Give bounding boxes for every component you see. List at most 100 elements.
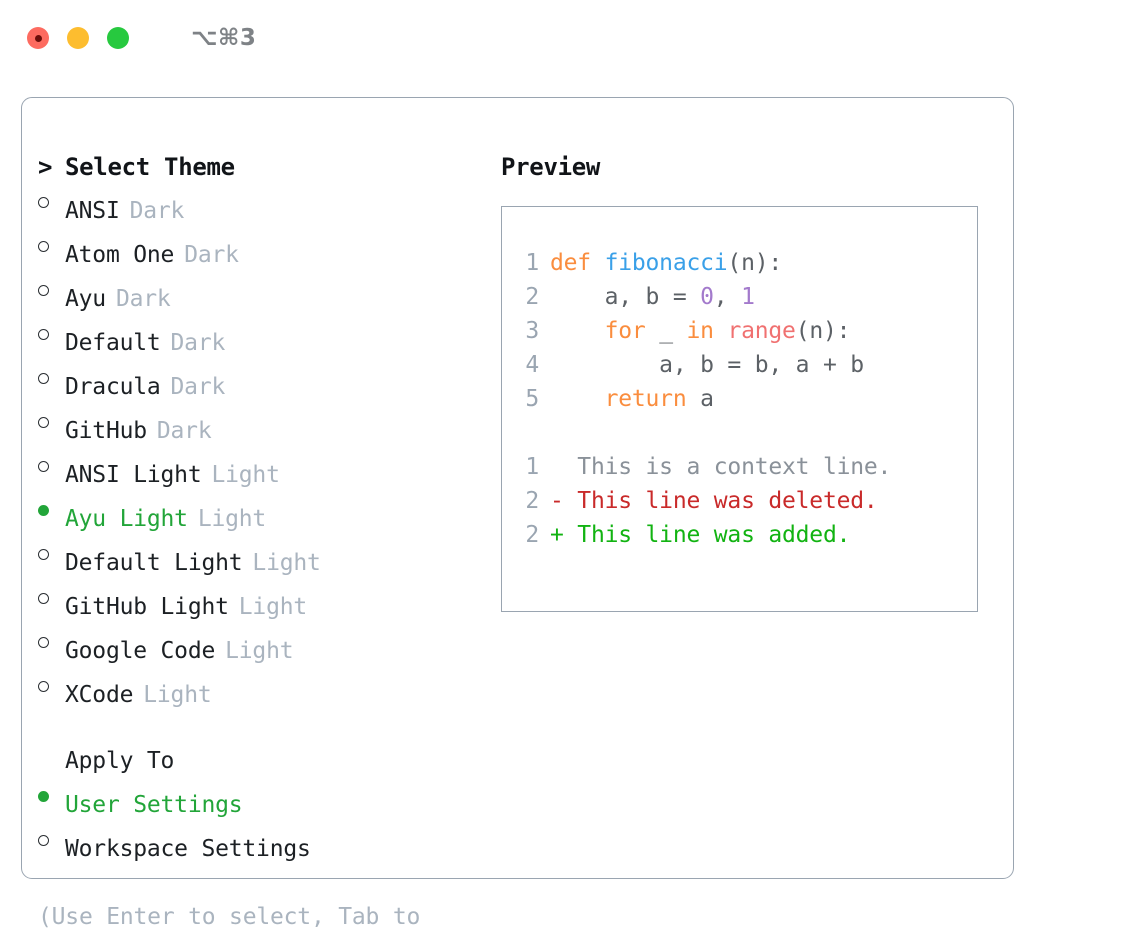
code-token-num: 1 <box>741 284 755 310</box>
theme-option-github-light[interactable]: GitHub Light Light <box>38 580 490 624</box>
minimize-button[interactable] <box>67 27 89 49</box>
code-line: 3 for _ in range(n): <box>519 314 977 348</box>
radio-unselected-icon <box>38 536 65 570</box>
theme-option-ansi-light[interactable]: ANSI Light Light <box>38 448 490 492</box>
theme-option-label: ANSI Light <box>65 462 202 488</box>
diff-text: This line was added. <box>563 522 851 548</box>
code-line: 2 a, b = 0, 1 <box>519 280 977 314</box>
code-line-number: 2 <box>525 284 539 310</box>
code-spacer <box>519 416 977 450</box>
diff-line-number: 2 <box>525 522 539 548</box>
apply-to-option-label: Workspace Settings <box>65 836 311 862</box>
theme-option-label: Ayu <box>65 286 106 312</box>
maximize-button[interactable] <box>107 27 129 49</box>
diff-text: This is a context line. <box>563 454 892 480</box>
close-button[interactable] <box>27 27 49 49</box>
code-token-punct: (n): <box>727 250 783 276</box>
keyboard-hint-text: (Use Enter to select, Tab to change focu… <box>38 904 421 930</box>
code-token-plain <box>550 318 605 344</box>
code-token-plain: a, b = <box>550 284 701 310</box>
theme-option-kind: Light <box>252 550 321 576</box>
radio-unselected-icon <box>38 580 65 614</box>
radio-unselected-icon <box>38 668 65 702</box>
diff-sample: 1 This is a context line. 2- This line wa… <box>519 450 977 552</box>
radio-unselected-icon <box>38 624 65 658</box>
theme-option-atom-one[interactable]: Atom One Dark <box>38 228 490 272</box>
theme-option-kind: Light <box>238 594 308 620</box>
radio-unselected-icon <box>38 404 65 438</box>
theme-option-kind: Dark <box>184 242 239 268</box>
theme-option-label: Google Code <box>65 638 216 664</box>
theme-option-kind: Light <box>197 506 267 532</box>
theme-option-kind: Light <box>143 682 212 708</box>
theme-option-kind: Dark <box>129 198 185 224</box>
theme-option-xcode[interactable]: XCode Light <box>38 668 490 712</box>
theme-option-kind: Dark <box>115 286 171 312</box>
code-line-number: 5 <box>525 386 539 412</box>
theme-option-kind: Light <box>211 462 280 488</box>
apply-to-option-workspace-settings[interactable]: Workspace Settings <box>38 822 490 866</box>
code-line-number: 4 <box>525 352 539 378</box>
select-theme-title: Select Theme <box>65 153 235 181</box>
radio-unselected-icon <box>38 272 65 306</box>
code-token-plain: _ <box>645 318 687 344</box>
caret-icon: > <box>38 153 53 181</box>
theme-option-label: GitHub <box>65 418 147 444</box>
code-token-fn: fibonacci <box>604 250 728 276</box>
radio-unselected-icon <box>38 228 65 262</box>
theme-option-label: Default <box>65 330 161 356</box>
code-token-kw: return <box>604 386 687 412</box>
theme-option-kind: Dark <box>170 374 226 400</box>
diff-line-number: 1 <box>525 454 539 480</box>
theme-option-ayu-light[interactable]: Ayu Light Light <box>38 492 490 536</box>
code-token-built: range <box>727 318 796 344</box>
theme-option-ansi[interactable]: ANSI Dark <box>38 184 490 228</box>
theme-option-default-light[interactable]: Default Light Light <box>38 536 490 580</box>
diff-line-number: 2 <box>525 488 539 514</box>
radio-unselected-icon <box>38 360 65 394</box>
theme-option-kind: Light <box>225 638 294 664</box>
theme-option-google-code[interactable]: Google Code Light <box>38 624 490 668</box>
code-line-number: 3 <box>525 318 539 344</box>
code-line: 5 return a <box>519 382 977 416</box>
keyboard-shortcut-label: ⌥⌘3 <box>191 25 257 51</box>
code-token-punct: (n): <box>795 318 851 344</box>
title-bar: ⌥⌘3 <box>0 0 1140 76</box>
theme-option-label: GitHub Light <box>65 594 229 620</box>
radio-selected-icon <box>38 778 65 812</box>
theme-option-label: Ayu Light <box>65 506 188 532</box>
theme-option-label: XCode <box>65 682 134 708</box>
apply-to-option-label: User Settings <box>65 792 243 818</box>
theme-option-label: Default Light <box>65 550 243 576</box>
apply-to-heading: Apply To <box>65 748 175 774</box>
theme-option-github[interactable]: GitHub Dark <box>38 404 490 448</box>
code-token-kw: in <box>686 318 714 344</box>
diff-line-del: 2- This line was deleted. <box>519 484 977 518</box>
diff-line-add: 2 + This line was added. <box>519 518 977 552</box>
diff-marker: - <box>550 488 564 514</box>
diff-marker: + <box>550 522 564 548</box>
code-token-plain: a <box>686 386 714 412</box>
apply-to-option-user-settings[interactable]: User Settings <box>38 778 490 822</box>
radio-unselected-icon <box>38 316 65 350</box>
radio-unselected-icon <box>38 184 65 218</box>
theme-option-label: Atom One <box>65 242 175 268</box>
code-token-num: 0 <box>700 284 714 310</box>
radio-selected-icon <box>38 492 65 526</box>
select-theme-heading: > Select Theme <box>38 150 490 184</box>
theme-option-ayu[interactable]: Ayu Dark <box>38 272 490 316</box>
theme-option-label: ANSI <box>65 198 120 224</box>
theme-option-kind: Dark <box>156 418 212 444</box>
